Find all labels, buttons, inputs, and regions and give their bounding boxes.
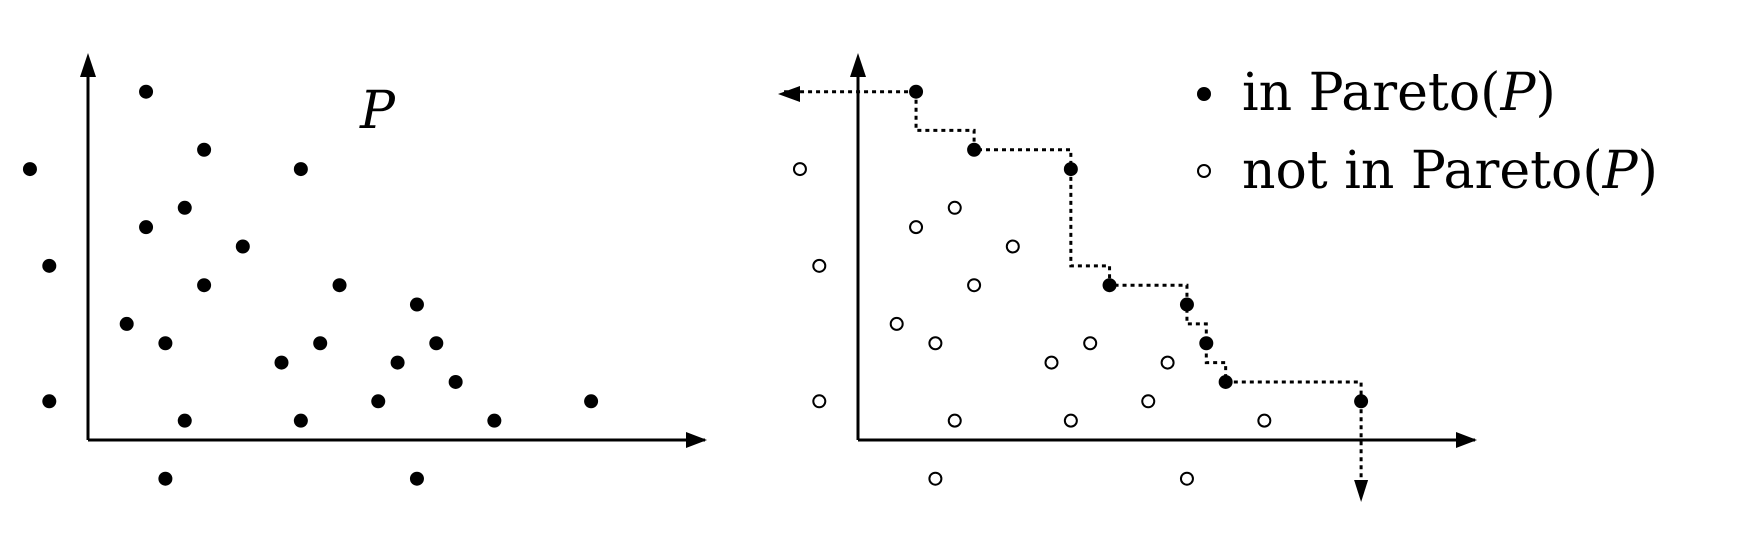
- non-pareto-point-13: [1083, 336, 1098, 351]
- point-16: [390, 355, 405, 370]
- point-17: [448, 374, 463, 389]
- non-pareto-point-25: [1179, 471, 1194, 486]
- legend: in Pareto(P) not in Pareto(P): [1197, 63, 1658, 201]
- point-14: [429, 336, 444, 351]
- legend-label-in-pareto: in Pareto(P): [1242, 63, 1556, 123]
- point-3: [293, 162, 308, 177]
- right-points: [792, 84, 1369, 486]
- non-pareto-point-15: [1044, 355, 1059, 370]
- point-9: [332, 278, 347, 293]
- pareto-point-3: [1063, 162, 1078, 177]
- legend-label-not-in-pareto: not in Pareto(P): [1242, 141, 1658, 201]
- point-23: [487, 413, 502, 428]
- point-18: [42, 394, 57, 409]
- pareto-staircase: [778, 86, 1369, 502]
- set-label-p: P: [359, 81, 396, 141]
- point-25: [409, 471, 424, 486]
- point-8: [197, 278, 212, 293]
- left-axes: [80, 53, 707, 448]
- point-24: [158, 471, 173, 486]
- point-20: [584, 394, 599, 409]
- right-x-axis-arrow-icon: [1456, 432, 1477, 448]
- non-pareto-point-4: [947, 200, 962, 215]
- point-5: [139, 220, 154, 235]
- non-pareto-point-6: [1005, 239, 1020, 254]
- point-10: [409, 297, 424, 312]
- non-pareto-point-23: [1257, 413, 1272, 428]
- pareto-point-17: [1218, 374, 1233, 389]
- point-22: [293, 413, 308, 428]
- point-13: [313, 336, 328, 351]
- non-pareto-point-12: [928, 336, 943, 351]
- point-4: [177, 200, 192, 215]
- legend-item-in-pareto: in Pareto(P): [1197, 63, 1556, 123]
- non-pareto-point-24: [928, 471, 943, 486]
- point-21: [177, 413, 192, 428]
- left-panel-point-set: P: [22, 53, 707, 486]
- non-pareto-point-19: [1141, 394, 1156, 409]
- staircase-left-arrow-icon: [778, 86, 800, 102]
- pareto-point-0: [909, 84, 924, 99]
- staircase-down-arrow-icon: [1354, 480, 1369, 502]
- non-pareto-point-21: [947, 413, 962, 428]
- point-1: [197, 142, 212, 157]
- left-points: [22, 84, 599, 486]
- pareto-point-1: [967, 142, 982, 157]
- pareto-point-9: [1102, 278, 1117, 293]
- point-2: [22, 162, 37, 177]
- pareto-point-20: [1354, 394, 1369, 409]
- point-7: [42, 258, 57, 273]
- point-12: [158, 336, 173, 351]
- point-19: [371, 394, 386, 409]
- pareto-point-14: [1199, 336, 1214, 351]
- right-y-axis-arrow-icon: [850, 53, 866, 77]
- right-axes: [850, 53, 1477, 448]
- point-6: [235, 239, 250, 254]
- right-panel-pareto-front: in Pareto(P) not in Pareto(P): [778, 53, 1658, 502]
- non-pareto-point-7: [812, 258, 827, 273]
- filled-circle-icon: [1197, 87, 1211, 101]
- left-y-axis-arrow-icon: [80, 53, 96, 77]
- non-pareto-point-11: [889, 316, 904, 331]
- pareto-staircase-line: [914, 91, 1363, 402]
- legend-item-not-in-pareto: not in Pareto(P): [1197, 141, 1658, 201]
- non-pareto-point-8: [967, 278, 982, 293]
- non-pareto-point-18: [812, 394, 827, 409]
- point-15: [274, 355, 289, 370]
- non-pareto-point-16: [1160, 355, 1175, 370]
- non-pareto-point-22: [1063, 413, 1078, 428]
- hollow-circle-icon: [1197, 164, 1211, 178]
- non-pareto-point-2: [792, 162, 807, 177]
- point-0: [139, 84, 154, 99]
- non-pareto-point-5: [909, 220, 924, 235]
- pareto-point-10: [1179, 297, 1194, 312]
- left-x-axis-arrow-icon: [686, 432, 707, 448]
- point-11: [119, 316, 134, 331]
